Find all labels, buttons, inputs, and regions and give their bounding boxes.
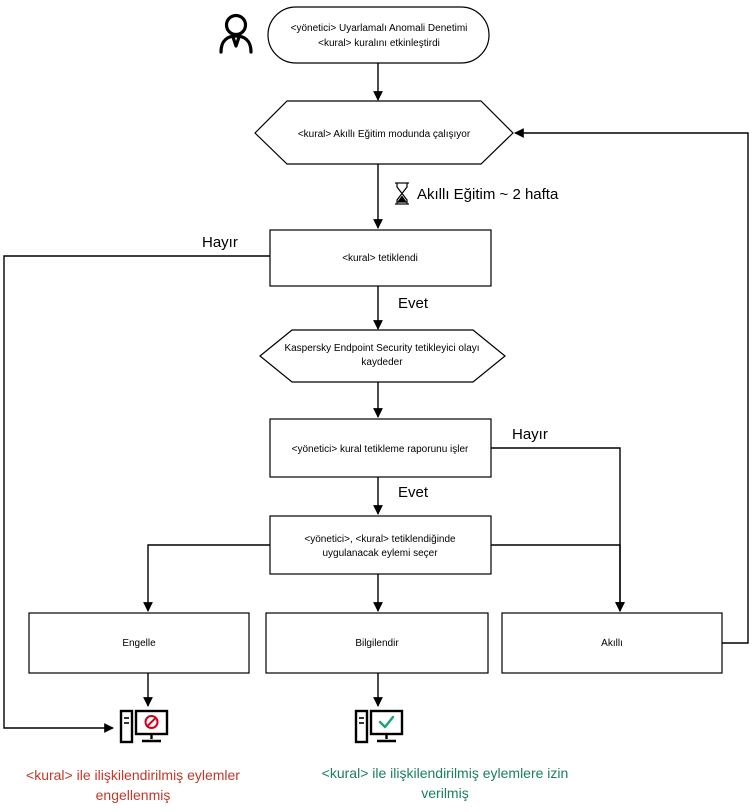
- triggered-label: <kural> tetiklendi: [342, 253, 418, 264]
- no-right-label: Hayır: [512, 426, 548, 443]
- start-node: <yönetici> Uyarlamalı Anomali Denetimi <…: [267, 6, 490, 64]
- kes-logs-line1: Kaspersky Endpoint Security tetikleyici …: [284, 343, 479, 354]
- notify-label: Bilgilendir: [355, 638, 399, 649]
- admin-choose-node: <yönetici>, <kural> tetiklendiğinde uygu…: [269, 515, 492, 575]
- yes-label-1: Evet: [398, 295, 429, 312]
- blocked-result-line1: <kural> ile ilişkilendirilmiş eylemler: [26, 767, 240, 783]
- duration-label: Akıllı Eğitim ~ 2 hafta: [417, 186, 559, 203]
- edge-admin-process-no-to-smart: [490, 447, 625, 612]
- allowed-result: <kural> ile ilişkilendirilmiş eylemlere …: [322, 765, 569, 801]
- block-node: Engelle: [28, 612, 250, 674]
- edge-triggered-no-to-blocked: [3, 255, 270, 733]
- edge-admin-choose-to-smart: [490, 544, 625, 612]
- triggered-node: <kural> tetiklendi: [269, 229, 492, 287]
- edge-smart-loop-back: [514, 128, 749, 644]
- yes-label-2: Evet: [398, 484, 429, 501]
- admin-process-label: <yönetici> kural tetikleme raporunu işle…: [292, 444, 469, 455]
- edge-admin-choose-to-block: [143, 544, 270, 612]
- kes-logs-node: Kaspersky Endpoint Security tetikleyici …: [259, 329, 506, 383]
- admin-process-node: <yönetici> kural tetikleme raporunu işle…: [269, 418, 492, 478]
- admin-choose-line1: <yönetici>, <kural> tetiklendiğinde: [304, 534, 456, 545]
- computer-blocked-icon: [119, 709, 169, 744]
- smart-label: Akıllı: [601, 638, 623, 649]
- block-label: Engelle: [122, 638, 156, 649]
- no-left-label: Hayır: [202, 234, 238, 251]
- kes-logs-line2: kaydeder: [361, 357, 403, 368]
- connectors: [3, 63, 749, 733]
- admin-choose-line2: uygulanacak eylemi seçer: [322, 548, 438, 559]
- allowed-result-line2: verilmiş: [421, 785, 468, 801]
- computer-allowed-icon: [354, 709, 404, 744]
- notify-node: Bilgilendir: [265, 612, 489, 674]
- blocked-result: <kural> ile ilişkilendirilmiş eylemler e…: [26, 767, 240, 803]
- hourglass-icon: [395, 182, 409, 205]
- user-icon: [219, 13, 253, 54]
- smart-node: Akıllı: [501, 612, 723, 674]
- start-node-line1: <yönetici> Uyarlamalı Anomali Denetimi: [291, 23, 468, 34]
- smart-mode-label: <kural> Akıllı Eğitim modunda çalışıyor: [298, 129, 471, 140]
- smart-mode-node: <kural> Akıllı Eğitim modunda çalışıyor: [254, 100, 514, 165]
- start-node-line2: <kural> kuralını etkinleştirdi: [318, 38, 440, 49]
- blocked-result-line2: engellenmiş: [96, 787, 171, 803]
- allowed-result-line1: <kural> ile ilişkilendirilmiş eylemlere …: [322, 765, 569, 781]
